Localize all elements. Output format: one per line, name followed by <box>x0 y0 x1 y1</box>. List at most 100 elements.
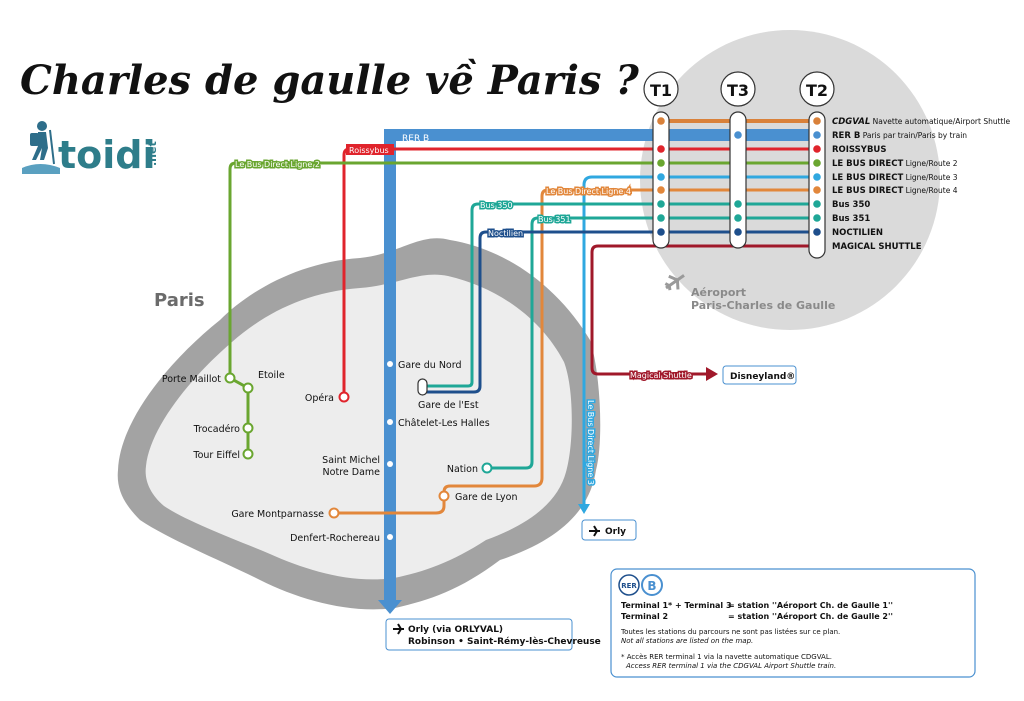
station-chatelet: Châtelet-Les Halles <box>387 418 490 429</box>
svg-text:RER: RER <box>621 582 637 590</box>
logo-suffix: .net <box>146 141 159 166</box>
legend-item-roissybus: ROISSYBUS <box>832 145 886 155</box>
svg-text:Tour Eiffel: Tour Eiffel <box>192 450 240 461</box>
svg-text:Châtelet-Les Halles: Châtelet-Les Halles <box>398 418 490 429</box>
svg-text:Nation: Nation <box>447 464 478 475</box>
station-gare-de-lest: Gare de l'Est <box>417 378 479 411</box>
route-rerb-arrow <box>378 600 402 614</box>
svg-text:Gare du Nord: Gare du Nord <box>398 360 462 371</box>
airplane-icon <box>589 525 600 537</box>
route-noctilien <box>426 230 817 394</box>
stop-dot-bus351 <box>734 214 742 222</box>
svg-text:Robinson • Saint-Rémy-lès-Chev: Robinson • Saint-Rémy-lès-Chevreuse <box>408 636 601 647</box>
legend-item-ld3: LE BUS DIRECT Ligne/Route 3 <box>832 173 958 183</box>
route-ld3-arrow <box>578 504 590 514</box>
svg-text:T1: T1 <box>650 81 672 100</box>
airport-name-line1: Aéroport <box>691 286 746 299</box>
terminal-T3: T3 <box>720 71 756 107</box>
city-label: Paris <box>154 290 205 311</box>
airplane-icon <box>664 274 685 291</box>
station-trocadero: Trocadéro <box>193 422 254 435</box>
station-nation: Nation <box>447 462 493 475</box>
info-row1-left: Terminal 1* + Terminal 3 <box>621 601 732 610</box>
stop-dot-roissybus <box>813 145 821 153</box>
svg-text:B: B <box>647 579 656 593</box>
terminal-stop-dots <box>657 117 821 236</box>
label-ld2: Le Bus Direct Ligne 2 <box>235 160 320 169</box>
destination-orly: Orly <box>581 519 637 541</box>
terminal-T3-stops <box>729 111 747 249</box>
label-bus351: Bus 351 <box>538 215 571 224</box>
svg-text:Orly: Orly <box>605 527 626 537</box>
label-roissybus: Roissybus <box>349 146 389 155</box>
stop-dot-bus350 <box>657 200 665 208</box>
stop-dot-ld4 <box>813 186 821 194</box>
svg-text:Trocadéro: Trocadéro <box>193 424 241 435</box>
svg-text:Orly (via ORLYVAL): Orly (via ORLYVAL) <box>408 625 503 635</box>
svg-text:Gare de Lyon: Gare de Lyon <box>455 492 518 503</box>
label-ld4: Le Bus Direct Ligne 4 <box>546 187 631 196</box>
info-box: RER B Terminal 1* + Terminal 3 = station… <box>610 568 976 678</box>
label-noctilien: Noctilien <box>488 229 523 238</box>
svg-text:T2: T2 <box>806 81 828 100</box>
info-note1: Toutes les stations du parcours ne sont … <box>620 628 840 636</box>
station-gare-de-lyon: Gare de Lyon <box>438 490 518 503</box>
svg-text:Notre Dame: Notre Dame <box>323 467 381 478</box>
svg-text:T3: T3 <box>727 81 749 100</box>
hiker-icon <box>22 121 60 174</box>
stop-dot-bus350 <box>734 200 742 208</box>
page-title: Charles de gaulle về Paris ? <box>20 57 639 104</box>
terminal-T2: T2 <box>799 71 835 107</box>
station-opera: Opéra <box>305 391 350 404</box>
legend-item-rerb: RER B Paris par train/Paris by train <box>832 131 967 141</box>
info-row1-right: = station ''Aéroport Ch. de Gaulle 1'' <box>728 600 893 610</box>
airport-zone <box>640 30 940 330</box>
legend-item-ld2: LE BUS DIRECT Ligne/Route 2 <box>832 159 958 169</box>
legend: CDGVAL Navette automatique/Airport Shutt… <box>832 117 1011 252</box>
stop-dot-rerb <box>813 131 821 139</box>
station-denfert: Denfert-Rochereau <box>290 533 393 544</box>
route-magical <box>590 244 817 376</box>
svg-text:Saint Michel: Saint Michel <box>322 455 380 466</box>
destination-disneyland: Disneyland® <box>722 365 797 385</box>
station-etoile: Etoile <box>242 370 285 394</box>
stop-dot-ld3 <box>813 173 821 181</box>
info-note2: Not all stations are listed on the map. <box>621 637 753 645</box>
terminal-T1: T1 <box>643 71 679 107</box>
stop-dot-noctilien <box>813 228 821 236</box>
station-saint-michel: Saint Michel Notre Dame <box>322 455 393 478</box>
legend-item-bus351: Bus 351 <box>832 214 870 224</box>
airplane-icon <box>393 623 404 635</box>
stop-dot-rerb <box>734 131 742 139</box>
stop-dot-roissybus <box>657 145 665 153</box>
stop-dot-noctilien <box>734 228 742 236</box>
terminal-T2-stops <box>808 111 826 259</box>
label-magical: Magical Shuttle <box>630 371 692 380</box>
station-tour-eiffel: Tour Eiffel <box>192 448 254 461</box>
svg-text:Disneyland®: Disneyland® <box>730 372 795 382</box>
info-row2-right: = station ''Aéroport Ch. de Gaulle 2'' <box>728 611 893 621</box>
station-montparnasse: Gare Montparnasse <box>231 507 340 520</box>
stop-dot-noctilien <box>657 228 665 236</box>
legend-item-noctilien: NOCTILIEN <box>832 228 883 238</box>
legend-item-magical: MAGICAL SHUTTLE <box>832 242 922 252</box>
airport-name-line2: Paris-Charles de Gaulle <box>691 299 835 312</box>
svg-text:Opéra: Opéra <box>305 393 334 404</box>
stop-dot-bus350 <box>813 200 821 208</box>
rer-badge: RER <box>618 574 640 596</box>
stop-dot-ld4 <box>657 186 665 194</box>
label-rerb: RER B <box>402 134 429 144</box>
legend-item-bus350: Bus 350 <box>832 200 870 210</box>
route-bus351 <box>490 216 817 470</box>
svg-text:Etoile: Etoile <box>258 370 285 381</box>
station-gare-du-nord: Gare du Nord <box>387 360 462 371</box>
svg-text:Gare Montparnasse: Gare Montparnasse <box>231 509 324 520</box>
stop-dot-cdgval <box>657 117 665 125</box>
svg-text:Porte Maillot: Porte Maillot <box>162 374 221 385</box>
station-porte-maillot: Porte Maillot <box>162 372 236 385</box>
svg-text:Denfert-Rochereau: Denfert-Rochereau <box>290 533 380 544</box>
stop-dot-ld2 <box>813 159 821 167</box>
info-row2-left: Terminal 2 <box>621 612 668 621</box>
